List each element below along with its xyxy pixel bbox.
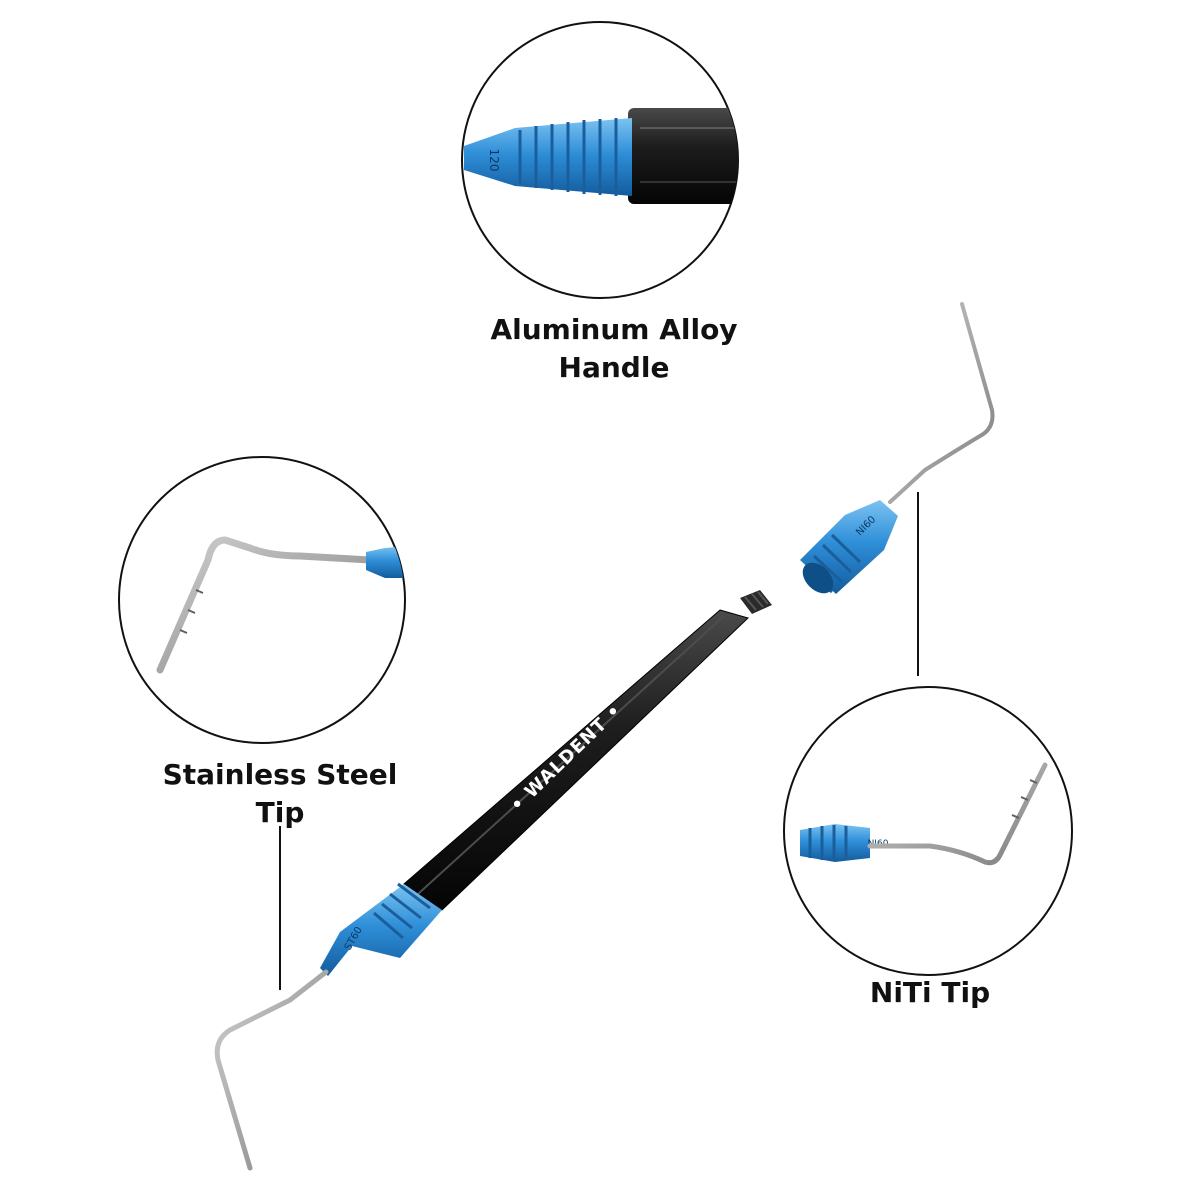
niti-label-line1: NiTi Tip [869,976,991,1009]
steel-tip-callout-label: Stainless Steel Tip [130,756,430,832]
steel-label-line2: Tip [255,796,305,829]
niti-tip-shaft [888,302,995,504]
niti-tip-piece: NI60 [800,302,995,594]
steel-label-line1: Stainless Steel [162,758,398,791]
handle-label-line2: Handle [558,351,670,384]
handle-label-line1: Aluminum Alloy [490,313,738,346]
steel-tip-callout [118,456,406,744]
top-ferrule-marking: 120 [487,149,501,172]
handle-callout-label: Aluminum Alloy Handle [464,311,764,387]
handle-detail-callout: 120 [461,21,739,299]
niti-tip-callout: NI60 [783,686,1073,976]
niti-tip-callout-label: NiTi Tip [800,974,1060,1012]
steel-tip-shaft [214,969,329,1171]
brand-engraving: • WALDENT • [507,700,626,816]
